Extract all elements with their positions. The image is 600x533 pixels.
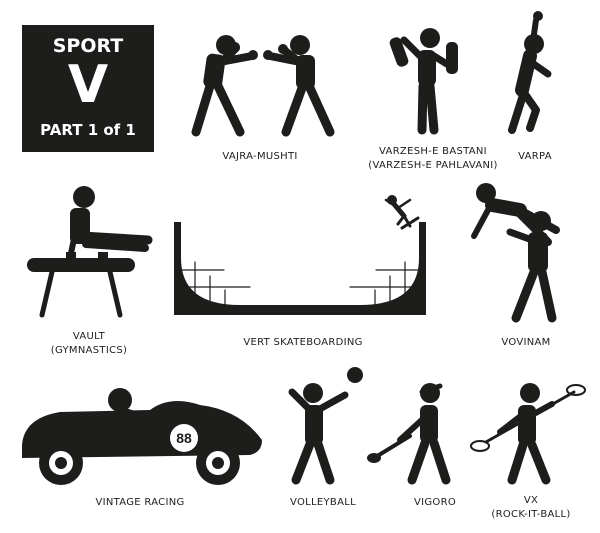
vigoro-icon (367, 383, 451, 485)
caption-vovinam: VOVINAM (501, 337, 551, 348)
title-sport: SPORT (52, 35, 124, 57)
caption-varzesh-e-bastani: VARZESH-E BASTANI (VARZESH-E PAHLAVANI) (368, 146, 498, 171)
vajra-mushti-icon (191, 35, 335, 137)
caption-vault: VAULT (GYMNASTICS) (50, 331, 128, 356)
title-box: SPORT V PART 1 of 1 (22, 25, 154, 152)
vert-skateboarding-icon (174, 195, 426, 315)
caption-vigoro: VIGORO (413, 497, 457, 508)
title-part: PART 1 of 1 (40, 121, 136, 139)
caption-vx: VX (ROCK-IT-BALL) (491, 495, 571, 520)
caption-vert-skateboarding: VERT SKATEBOARDING (243, 337, 363, 348)
caption-vajra-mushti: VAJRA-MUSHTI (222, 151, 298, 162)
caption-volleyball: VOLLEYBALL (290, 497, 356, 508)
vault-icon (27, 186, 153, 318)
caption-vintage-racing: VINTAGE RACING (95, 497, 185, 508)
varpa-icon (508, 11, 552, 134)
vovinam-icon (471, 183, 560, 323)
varzesh-e-bastani-icon (389, 28, 458, 135)
caption-varpa: VARPA (518, 151, 552, 162)
vintage-racing-icon: 88 (22, 388, 262, 485)
title-letter: V (67, 55, 109, 115)
car-number: 88 (176, 430, 192, 446)
vx-icon (470, 383, 586, 485)
volleyball-icon (288, 367, 363, 485)
